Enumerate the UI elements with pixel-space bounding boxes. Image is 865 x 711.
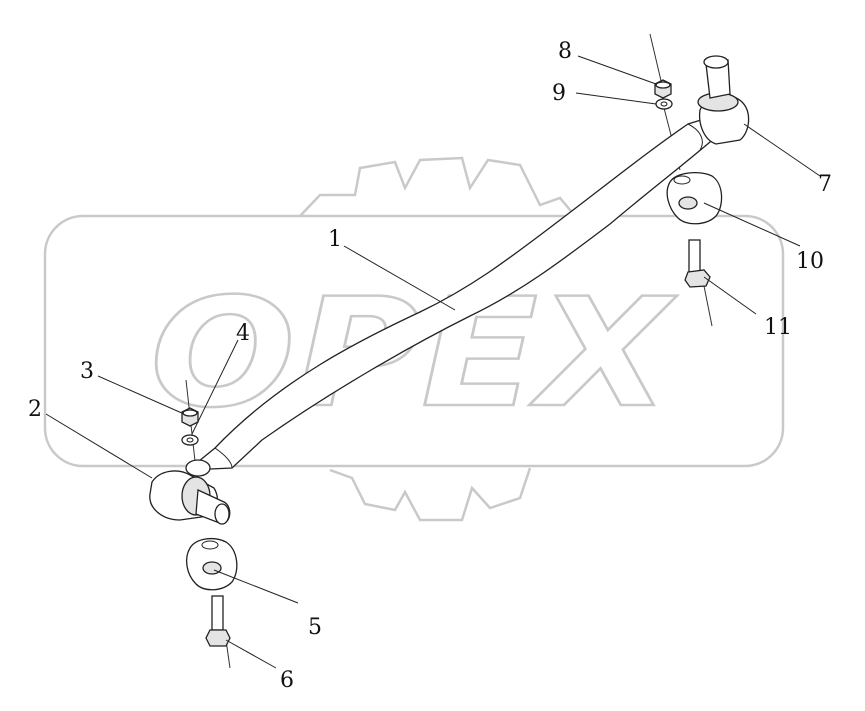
nut-right-top: [655, 81, 671, 89]
leader-11: [703, 276, 757, 315]
callout-3: 3: [80, 359, 94, 384]
tie-rod-end-collar-left: [214, 447, 233, 469]
leader-7: [743, 123, 821, 177]
watermark: OPEX: [43, 156, 785, 522]
clamp-left-hole-top: [201, 540, 219, 550]
nut-left: [181, 407, 199, 427]
leader-5: [213, 569, 299, 604]
leader-3: [97, 375, 185, 415]
callout-5: 5: [308, 615, 322, 640]
bolt-right: [684, 239, 711, 288]
watermark-gear-outline: [299, 156, 576, 522]
watermark-text: OPEX: [150, 267, 677, 441]
callout-labels: 1 2 3 4 5 6 7 8 9 10 11: [28, 39, 832, 693]
leader-1: [343, 245, 456, 311]
callout-8: 8: [558, 39, 572, 64]
leader-10: [703, 202, 801, 247]
callout-9: 9: [552, 81, 566, 106]
bolt-right-shank: [688, 239, 701, 273]
callout-2: 2: [28, 397, 42, 422]
washer-right: [655, 98, 673, 110]
washer-left: [181, 434, 199, 446]
callout-1: 1: [328, 227, 342, 252]
callout-10: 10: [796, 249, 824, 274]
ball-joint-left: [149, 459, 231, 525]
axis-line-right-bolt: [703, 285, 713, 327]
washer-left-hole: [186, 437, 194, 443]
leader-9: [575, 92, 657, 105]
ball-joint-right: [697, 55, 750, 145]
tie-rod-end-collar-right: [687, 123, 703, 151]
leader-lines: [45, 55, 821, 669]
clamp-right-hole-front: [678, 196, 698, 210]
callout-6: 6: [280, 668, 294, 693]
callout-11: 11: [764, 315, 792, 340]
callout-7: 7: [818, 172, 832, 197]
bolt-right-head: [684, 269, 711, 288]
ball-joint-left-top-boss: [185, 459, 211, 477]
ball-joint-right-stud-tip: [703, 55, 729, 69]
washer-right-hole: [660, 101, 668, 107]
axis-line-upper: [649, 33, 663, 86]
callout-4: 4: [236, 321, 250, 346]
nut-left-top: [182, 409, 198, 417]
leader-2: [45, 413, 153, 479]
clamp-left: [185, 537, 238, 591]
bolt-left-head: [205, 629, 231, 647]
nut-right: [654, 79, 672, 99]
leader-6: [225, 639, 277, 669]
watermark-rounded-frame: [43, 214, 785, 468]
ball-joint-left-stud-tip: [214, 503, 230, 525]
clamp-right: [666, 171, 723, 225]
leader-4: [191, 339, 239, 435]
clamp-right-hole-top: [673, 175, 691, 185]
bolt-left-shank: [211, 595, 224, 631]
leader-8: [577, 55, 657, 85]
bolt-left: [205, 595, 231, 647]
